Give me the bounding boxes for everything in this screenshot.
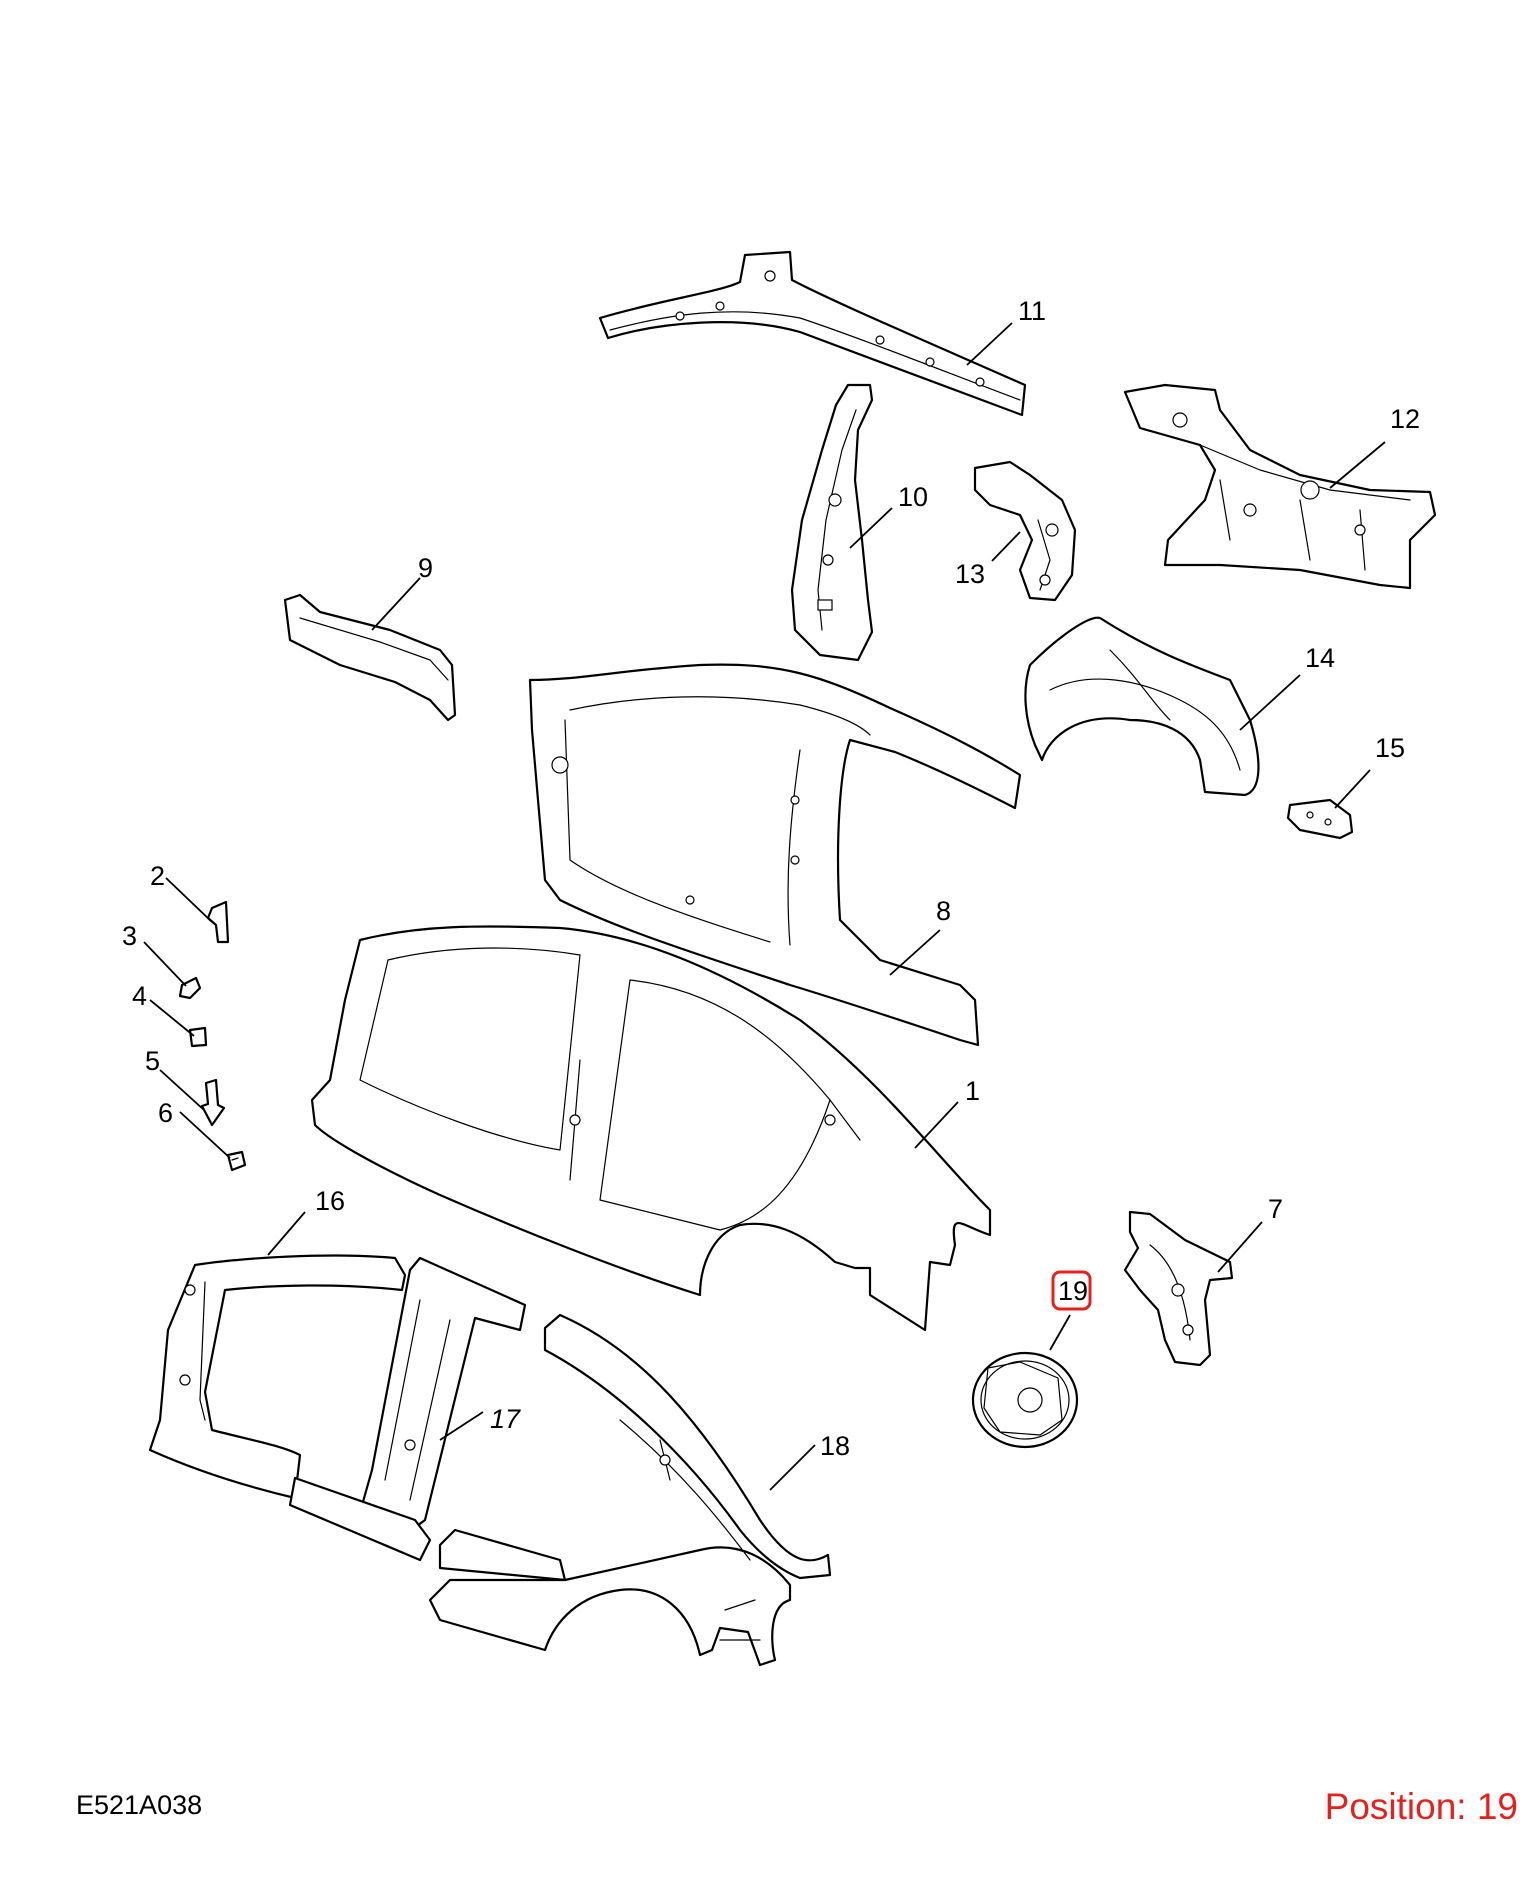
callout-12[interactable]: 12 [1390,404,1420,434]
callout-15[interactable]: 15 [1375,733,1405,763]
callout-3[interactable]: 3 [122,921,137,951]
callout-7[interactable]: 7 [1268,1194,1283,1224]
callout-10[interactable]: 10 [898,482,928,512]
part-17-center-pillar-section[interactable] [288,1256,832,1582]
part-1-body-side-outer[interactable] [310,925,992,1332]
part-18-rear-quarter-section[interactable] [428,1419,792,1667]
callout-8[interactable]: 8 [936,896,951,926]
part-15-small-plate[interactable] [1286,798,1354,840]
callout-4[interactable]: 4 [132,981,147,1011]
callout-5[interactable]: 5 [145,1046,160,1076]
part-5-clip[interactable] [200,1078,226,1127]
callout-17[interactable]: 17 [490,1404,521,1434]
part-11-roof-rail[interactable] [598,250,1027,417]
part-8-inner-side-frame[interactable] [528,663,1022,1047]
callout-11[interactable]: 11 [1018,296,1046,326]
part-14-wheelhouse-outer[interactable] [1024,616,1260,797]
drawing-code: E521A038 [76,1790,203,1820]
callout-2[interactable]: 2 [150,861,165,891]
callout-14[interactable]: 14 [1305,643,1335,673]
leader-lines [143,322,1386,1491]
callout-13[interactable]: 13 [955,559,985,589]
position-label: Position: 19 [1324,1786,1518,1827]
part-7-rear-bracket[interactable] [1123,1210,1234,1367]
callout-9[interactable]: 9 [418,553,433,583]
part-19-fuel-filler-housing[interactable] [971,1351,1079,1449]
part-6-screw[interactable] [226,1150,247,1172]
part-16-front-side-frame[interactable] [148,1254,407,1500]
part-10-b-pillar-reinforcement[interactable] [790,383,874,662]
callout-19[interactable]: 19 [1058,1276,1088,1306]
part-9-front-upper-rail[interactable] [283,593,457,722]
callout-18[interactable]: 18 [820,1431,850,1461]
part-4-clip[interactable] [188,1026,208,1048]
part-3-clip[interactable] [178,976,202,1000]
callout-6[interactable]: 6 [158,1098,173,1128]
callout-numbers: 11 10 12 13 9 14 15 8 2 3 4 5 6 1 7 16 1… [122,296,1420,1461]
callout-1[interactable]: 1 [965,1076,980,1106]
part-13-bracket[interactable] [973,460,1077,602]
part-12-rear-inner-panel[interactable] [1123,383,1437,590]
callout-16[interactable]: 16 [315,1186,345,1216]
callout-19-highlight-box [1051,1270,1092,1311]
